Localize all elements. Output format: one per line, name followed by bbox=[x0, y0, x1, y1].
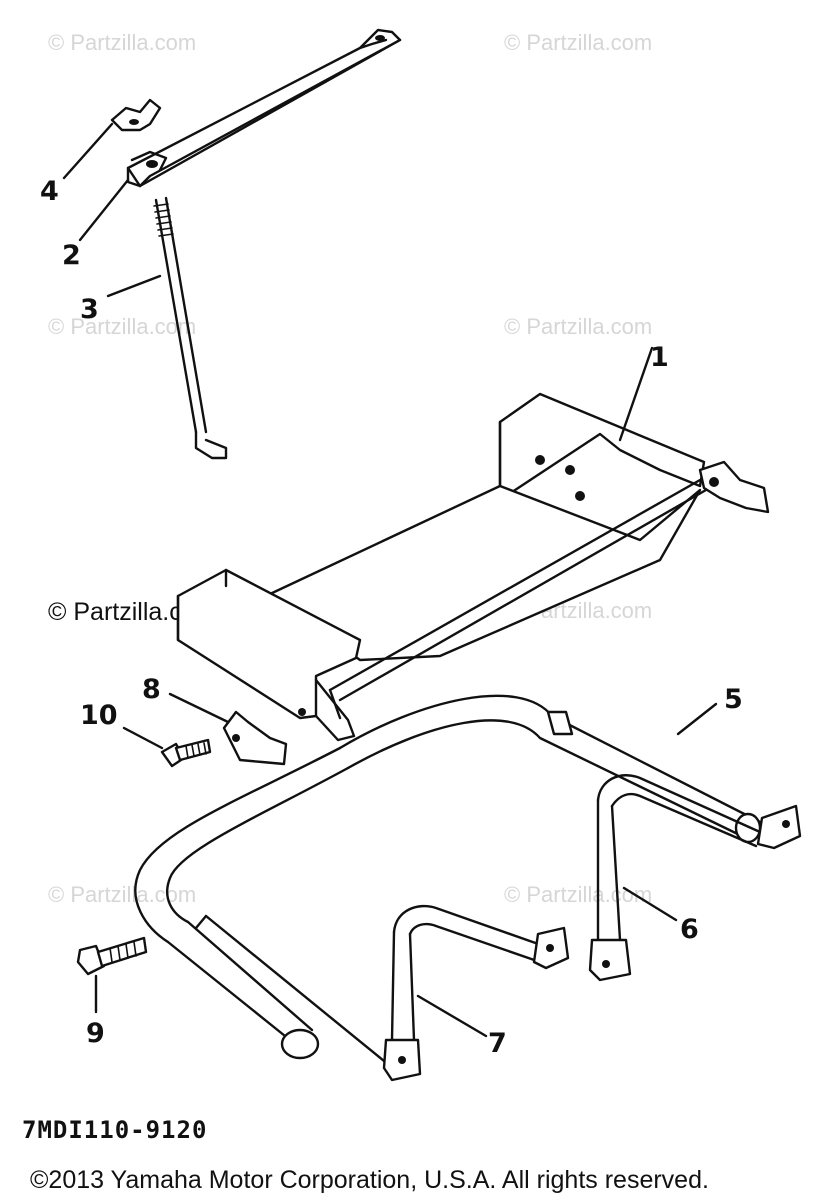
callout-2: 2 bbox=[62, 240, 81, 271]
leader-6 bbox=[622, 886, 678, 922]
leader-3 bbox=[106, 274, 162, 298]
copyright-notice: ©2013 Yamaha Motor Corporation, U.S.A. A… bbox=[30, 1166, 709, 1194]
leader-4 bbox=[62, 122, 114, 180]
watermark: © Partzilla.com bbox=[504, 30, 653, 55]
callout-6: 6 bbox=[680, 914, 699, 945]
part-4-wing-nut bbox=[110, 98, 162, 132]
watermark: © Partzilla.com bbox=[48, 314, 197, 339]
watermark: © Partzilla.com bbox=[504, 882, 653, 907]
leader-8 bbox=[168, 692, 230, 724]
callout-5: 5 bbox=[724, 684, 743, 715]
part-7-stay bbox=[382, 904, 570, 1082]
leader-10 bbox=[122, 726, 164, 750]
leader-1 bbox=[618, 346, 654, 442]
callout-8: 8 bbox=[142, 674, 161, 705]
part-9-bolt bbox=[76, 936, 148, 976]
callout-10: 10 bbox=[80, 700, 118, 731]
leader-7 bbox=[416, 994, 488, 1038]
leader-lines bbox=[62, 122, 718, 1038]
part-6-stay bbox=[588, 774, 802, 982]
part-8-clamp bbox=[222, 710, 288, 766]
callout-4: 4 bbox=[40, 176, 59, 207]
callout-9: 9 bbox=[86, 1018, 105, 1049]
part-5-frame bbox=[134, 694, 762, 1076]
diagram-code: 7MDI110-9120 bbox=[22, 1116, 208, 1144]
watermark: © Partzilla.com bbox=[48, 30, 197, 55]
part-3-rod bbox=[153, 196, 228, 460]
part-10-bolt bbox=[160, 738, 212, 768]
leader-5 bbox=[676, 702, 718, 736]
watermark: © Partzilla.com bbox=[48, 882, 197, 907]
callout-3: 3 bbox=[80, 294, 99, 325]
leader-2 bbox=[78, 178, 130, 242]
callout-1: 1 bbox=[650, 342, 669, 373]
watermark: © Partzilla.com bbox=[504, 314, 653, 339]
part-2-plate bbox=[126, 28, 402, 188]
callout-7: 7 bbox=[488, 1028, 507, 1059]
part-1-tray bbox=[176, 392, 770, 742]
